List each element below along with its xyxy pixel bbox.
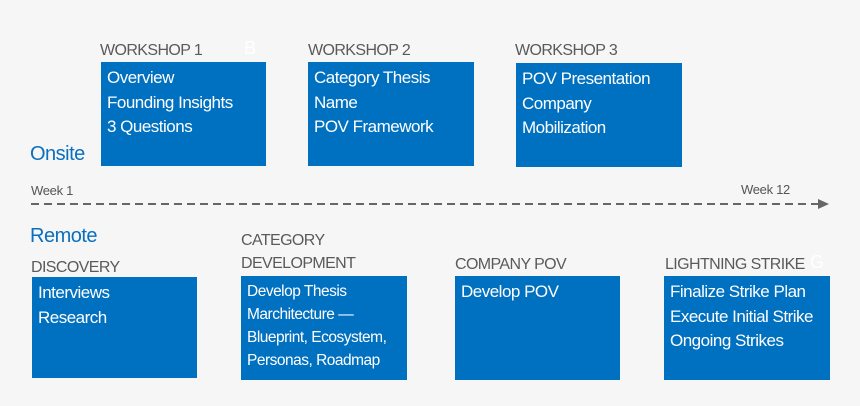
box-item: Blueprint, Ecosystem, — [247, 329, 387, 346]
onsite-label: Onsite — [30, 143, 85, 165]
box-item: Develop Thesis — [247, 283, 347, 300]
lightning-strike-box: Finalize Strike Plan Execute Initial Str… — [664, 276, 830, 380]
ghost-letter: B — [244, 38, 257, 58]
week-start-label: Week 1 — [31, 183, 74, 198]
workshop-2-box: Category Thesis Name POV Framework — [308, 62, 474, 166]
discovery-box: Interviews Research — [32, 277, 197, 378]
box-item: Research — [38, 307, 107, 327]
timeline-arrow — [31, 199, 829, 209]
box-item: Interviews — [38, 283, 110, 302]
week-end-label: Week 12 — [741, 182, 790, 197]
box-item: Execute Initial Strike — [670, 306, 814, 326]
box-item: Develop POV — [461, 282, 559, 301]
workshop-1-box: Overview Founding Insights 3 Questions — [101, 62, 266, 166]
box-item: POV Framework — [314, 117, 434, 136]
company-pov-title: COMPANY POV — [455, 256, 567, 273]
category-development-title: CATEGORY DEVELOPMENT — [241, 229, 356, 275]
box-item: Ongoing Strikes — [670, 331, 784, 350]
box-item: Category Thesis — [314, 68, 430, 87]
box-item: 3 Questions — [107, 117, 193, 136]
box-item: Finalize Strike Plan — [670, 282, 806, 301]
box-item: Marchitecture — — [247, 306, 354, 323]
remote-label: Remote — [30, 225, 98, 247]
workshop-3-title: WORKSHOP 3 — [515, 42, 618, 59]
company-pov-box: Develop POV — [455, 276, 620, 380]
workshop-1-title: WORKSHOP 1 — [100, 42, 203, 59]
box-item: POV Presentation — [522, 69, 651, 88]
box-item: Founding Insights — [107, 92, 233, 112]
title-line: CATEGORY — [241, 232, 325, 249]
box-item: Personas, Roadmap — [247, 352, 380, 369]
title-line: DEVELOPMENT — [241, 255, 356, 272]
category-development-box: Develop Thesis Marchitecture — Blueprint… — [241, 276, 407, 380]
workshop-3-box: POV Presentation Company Mobilization — [516, 63, 682, 167]
box-item: Mobilization — [522, 118, 606, 137]
lightning-strike-title: LIGHTNING STRIKE — [665, 256, 805, 273]
box-item: Overview — [107, 68, 174, 87]
ghost-letter: G — [810, 252, 825, 272]
box-item: Name — [314, 92, 358, 112]
workshop-2-title: WORKSHOP 2 — [308, 42, 411, 59]
discovery-title: DISCOVERY — [31, 259, 120, 276]
box-item: Company — [522, 93, 592, 113]
